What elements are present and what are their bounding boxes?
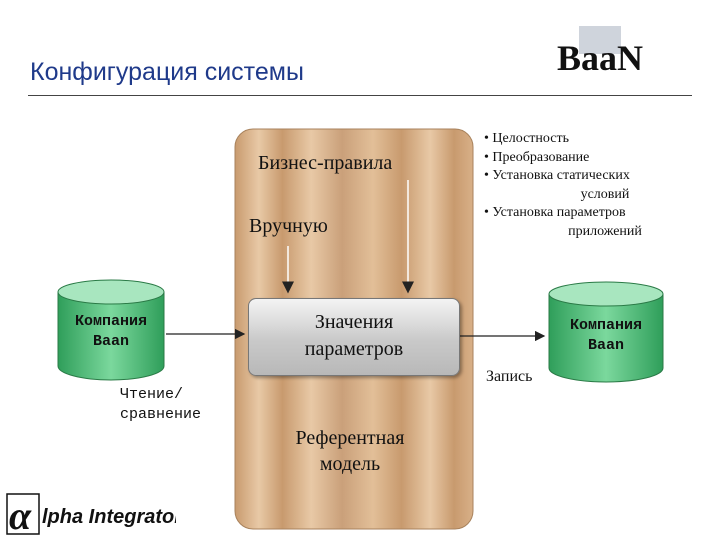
write-label: Запись <box>486 368 533 385</box>
parameter-values-label: Значения параметров <box>304 311 404 360</box>
database-icon <box>548 281 664 383</box>
reference-model-label: Референтная модель <box>295 427 405 475</box>
alpha-symbol: α <box>9 493 32 535</box>
page-title: Конфигурация системы <box>30 58 304 86</box>
title-divider <box>28 95 692 96</box>
list-item: • Целостность <box>484 131 569 146</box>
parameter-values-box: Значения параметров <box>248 298 460 376</box>
target-db-label: Компания Baan <box>569 317 642 354</box>
manual-label: Вручную <box>249 215 328 237</box>
database-icon <box>57 279 165 381</box>
source-db-label: Компания Baan <box>74 313 147 350</box>
source-company-database: Компания Baan <box>56 278 166 383</box>
alpha-logo-text: lpha Integrator <box>42 506 176 528</box>
alpha-integrator-logo: α lpha Integrator <box>6 493 176 535</box>
operations-list: • Целостность • Преобразование • Установ… <box>484 130 704 241</box>
baan-logo: BaaN <box>553 24 691 78</box>
baan-logo-text: BaaN <box>557 38 643 78</box>
target-company-database: Компания Baan <box>547 280 665 385</box>
business-rules-label: Бизнес-правила <box>258 152 393 174</box>
read-compare-label: Чтение/ сравнение <box>120 386 202 423</box>
list-item: • Преобразование <box>484 149 590 165</box>
